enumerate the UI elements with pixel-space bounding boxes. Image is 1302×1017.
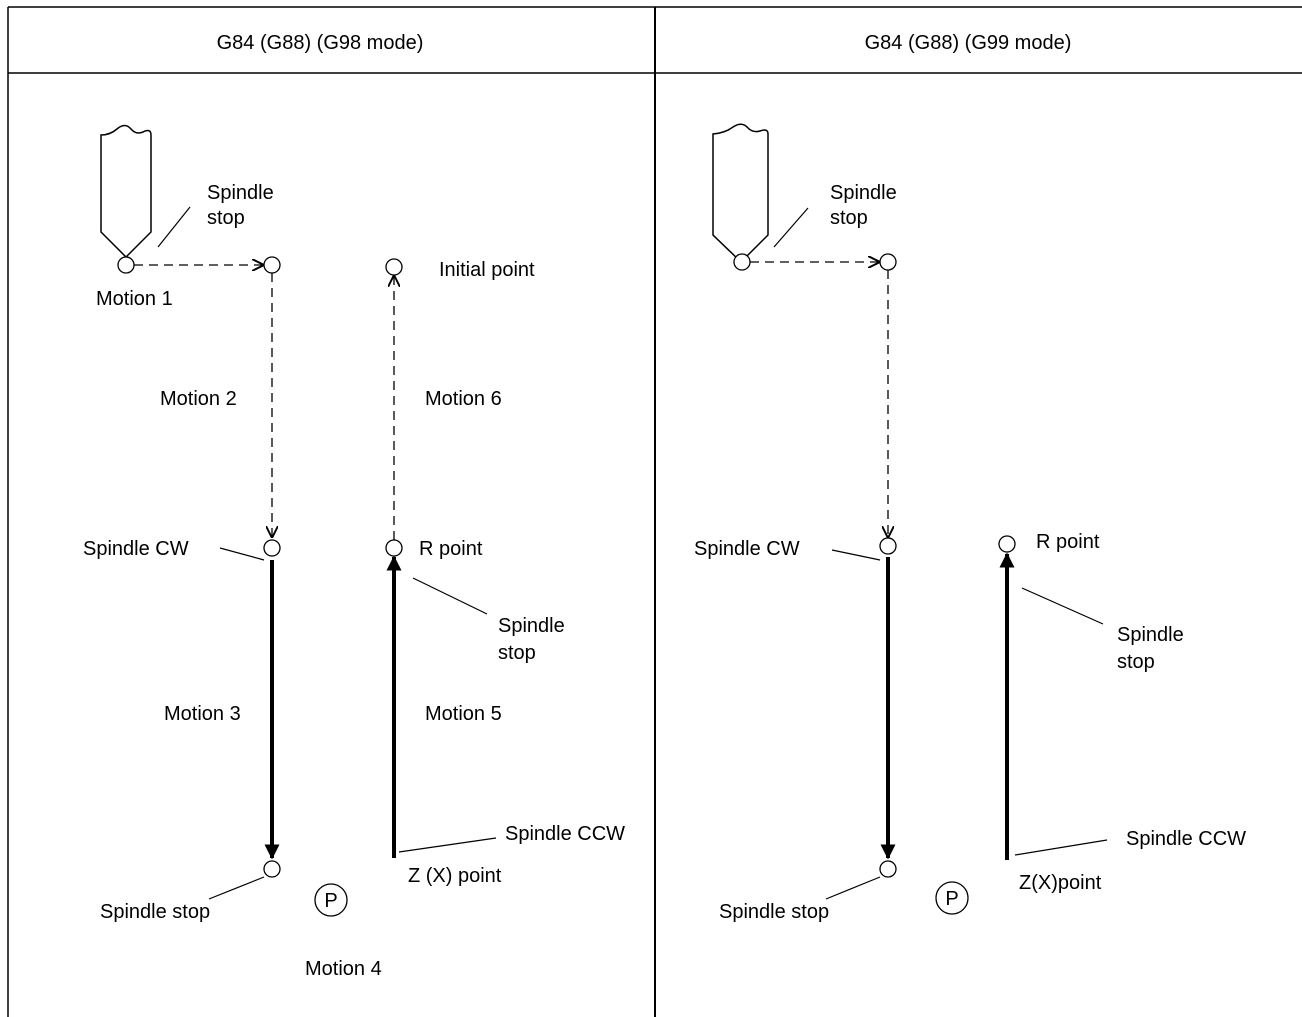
r-point-label: R point bbox=[1036, 531, 1100, 553]
motion-2-label: Motion 2 bbox=[160, 388, 237, 410]
spindle-stop-r-leader bbox=[412, 577, 488, 615]
tool-icon bbox=[100, 124, 152, 259]
z-point-label: Z(X)point bbox=[1019, 872, 1102, 894]
left-panel: Spindle stop Motion 1 Initial point Moti… bbox=[83, 124, 625, 980]
spindle-stop-bottom-leader bbox=[825, 876, 881, 900]
spindle-stop-bottom-leader bbox=[208, 876, 265, 900]
spindle-stop-r-label: Spindle stop bbox=[1117, 624, 1189, 673]
spindle-stop-label: Spindle stop bbox=[207, 182, 279, 229]
spindle-ccw-leader bbox=[398, 837, 497, 853]
bottom-point-marker bbox=[879, 860, 897, 878]
motion-5-label: Motion 5 bbox=[425, 703, 502, 725]
bottom-point-marker bbox=[263, 860, 281, 878]
right-panel-header: G84 (G88) (G99 mode) bbox=[865, 32, 1072, 54]
start-point-marker bbox=[117, 256, 135, 274]
spindle-cw-label: Spindle CW bbox=[83, 538, 189, 560]
spindle-stop-r-leader bbox=[1021, 587, 1104, 625]
r-level-point-marker bbox=[263, 539, 281, 557]
spindle-ccw-label: Spindle CCW bbox=[505, 823, 625, 845]
r-level-point-marker bbox=[879, 537, 897, 555]
right-panel: Spindle stop Spindle CW R point Spindle … bbox=[694, 123, 1246, 923]
spindle-stop-leader bbox=[157, 206, 191, 248]
spindle-ccw-leader bbox=[1014, 839, 1108, 856]
position-point-marker bbox=[263, 256, 281, 274]
left-panel-header: G84 (G88) (G98 mode) bbox=[217, 32, 424, 54]
start-point-marker bbox=[733, 253, 751, 271]
tool-icon bbox=[712, 123, 769, 264]
r-point-marker bbox=[385, 539, 403, 557]
dwell-icon bbox=[935, 881, 969, 915]
initial-point-label: Initial point bbox=[439, 259, 535, 281]
position-point-marker bbox=[879, 253, 897, 271]
spindle-stop-leader bbox=[773, 207, 809, 248]
spindle-cw-label: Spindle CW bbox=[694, 538, 800, 560]
spindle-stop-bottom-label: Spindle stop bbox=[100, 901, 210, 923]
dwell-label: P bbox=[324, 890, 337, 912]
motion-3-label: Motion 3 bbox=[164, 703, 241, 725]
motion-4-label: Motion 4 bbox=[305, 958, 382, 980]
spindle-ccw-label: Spindle CCW bbox=[1126, 828, 1246, 850]
initial-point-marker bbox=[385, 258, 403, 276]
table-frame bbox=[7, 6, 1302, 1017]
dwell-icon bbox=[314, 883, 348, 917]
z-point-label: Z (X) point bbox=[408, 865, 502, 887]
spindle-cw-leader bbox=[219, 547, 265, 561]
r-point-marker bbox=[998, 535, 1016, 553]
motion-1-label: Motion 1 bbox=[96, 288, 173, 310]
r-point-label: R point bbox=[419, 538, 483, 560]
dwell-label: P bbox=[945, 888, 958, 910]
spindle-cw-leader bbox=[831, 549, 881, 561]
spindle-stop-label: Spindle stop bbox=[830, 182, 902, 229]
motion-6-label: Motion 6 bbox=[425, 388, 502, 410]
spindle-stop-r-label: Spindle stop bbox=[498, 615, 570, 664]
spindle-stop-bottom-label: Spindle stop bbox=[719, 901, 829, 923]
